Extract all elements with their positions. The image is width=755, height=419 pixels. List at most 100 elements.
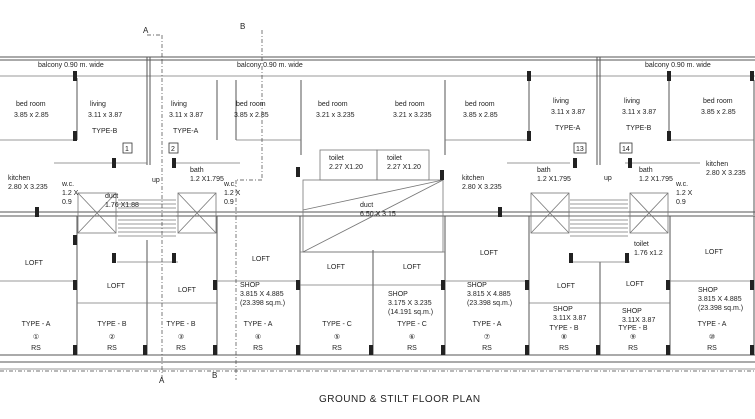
unit-type: TYPE - B: [166, 321, 196, 328]
column: [625, 253, 629, 263]
unit-type: TYPE - B: [618, 325, 648, 332]
service-room-size: 0.9: [676, 199, 686, 206]
column: [35, 207, 39, 217]
column: [73, 131, 77, 141]
room-size: 3.11 x 3.87: [169, 112, 203, 119]
column: [525, 280, 529, 290]
room-name: living: [90, 101, 106, 108]
unit-rs-label: RS: [559, 345, 569, 352]
unit-rs-label: RS: [176, 345, 186, 352]
column: [172, 158, 176, 168]
shop-name: SHOP: [698, 287, 718, 294]
stair-up-label: up: [604, 175, 612, 182]
shop-size: 3.815 X 4.885: [240, 291, 284, 298]
service-room-size: 1.2 X: [224, 190, 241, 197]
column: [527, 71, 531, 81]
columns: [35, 71, 754, 355]
shop-name: SHOP: [467, 282, 487, 289]
balcony-label: balcony 0.90 m. wide: [237, 62, 303, 69]
column: [527, 131, 531, 141]
balcony-label: balcony 0.90 m. wide: [38, 62, 104, 69]
column: [296, 167, 300, 177]
loft-label: LOFT: [252, 256, 271, 263]
unit-rs-label: RS: [707, 345, 717, 352]
loft-label: LOFT: [178, 287, 197, 294]
stair-up-label: up: [152, 177, 160, 184]
column: [441, 280, 445, 290]
service-room-size: 1.2 X1.795: [537, 176, 571, 183]
column: [525, 345, 529, 355]
column: [498, 207, 502, 217]
column: [440, 170, 444, 180]
service-room-size: 1.76 X1.88: [105, 202, 139, 209]
room-name: living: [624, 98, 640, 105]
loft-label: LOFT: [557, 283, 576, 290]
service-room-name: toilet: [329, 155, 344, 162]
section-mark-a: A: [159, 376, 165, 385]
unit-number: ⑦: [484, 333, 490, 341]
column: [112, 253, 116, 263]
shop-name: SHOP: [622, 308, 642, 315]
service-room-size: 2.80 X 3.235: [462, 184, 502, 191]
shop-area: (23.398 sq.m.): [467, 300, 512, 307]
service-room-name: kitchen: [706, 161, 728, 168]
room-name: bed room: [236, 101, 266, 108]
service-room-size: 1.2 X: [676, 190, 693, 197]
service-room-size: 0.9: [62, 199, 72, 206]
room-name: living: [553, 98, 569, 105]
unit-number-boxes: [122, 142, 633, 154]
shop-name: SHOP: [388, 291, 408, 298]
room-name: bed room: [465, 101, 495, 108]
column: [573, 158, 577, 168]
room-name: living: [171, 101, 187, 108]
column: [667, 131, 671, 141]
shop-size: 3.815 X 4.885: [698, 296, 742, 303]
unit-number: ⑧: [561, 333, 567, 341]
column: [667, 71, 671, 81]
column: [296, 280, 300, 290]
toilet-size: 1.76 x1.2: [634, 250, 663, 257]
unit-type: TYPE - A: [22, 321, 51, 328]
loft-label: LOFT: [327, 264, 346, 271]
room-name: bed room: [703, 98, 733, 105]
column: [666, 280, 670, 290]
service-room-size: 0.9: [224, 199, 234, 206]
unit-number: ①: [33, 333, 39, 341]
column: [750, 345, 754, 355]
room-size: 3.85 x 2.85: [463, 112, 498, 119]
shop-area: (14.191 sq.m.): [388, 309, 433, 316]
loft-label: LOFT: [705, 249, 724, 256]
room-name: bed room: [16, 101, 46, 108]
column: [73, 345, 77, 355]
service-room-size: 2.80 X 3.235: [706, 170, 746, 177]
shop-size: 3.11X 3.87: [622, 317, 655, 324]
column: [750, 280, 754, 290]
column: [296, 345, 300, 355]
unit-number: 1: [125, 146, 129, 153]
column: [73, 71, 77, 81]
service-room-name: bath: [537, 167, 551, 174]
unit-rs-label: RS: [628, 345, 638, 352]
column: [172, 253, 176, 263]
unit-number: ③: [178, 333, 184, 341]
walls: [0, 30, 755, 380]
room-size: 3.11 x 3.87: [551, 109, 585, 116]
service-room-size: 2.27 X1.20: [329, 164, 363, 171]
room-size: 3.11 x 3.87: [622, 109, 656, 116]
unit-number-box: [573, 142, 587, 154]
service-room-size: 2.27 X1.20: [387, 164, 421, 171]
service-room-name: w.c.: [223, 181, 236, 188]
unit-number: ⑨: [630, 333, 636, 341]
section-mark-b: B: [240, 22, 245, 31]
column: [112, 158, 116, 168]
loft-label: LOFT: [25, 260, 44, 267]
column: [569, 253, 573, 263]
unit-number-box: [619, 142, 633, 154]
unit-type: TYPE-B: [626, 125, 652, 132]
section-mark-b: B: [212, 371, 217, 380]
column: [750, 71, 754, 81]
column: [666, 345, 670, 355]
shop-name: SHOP: [240, 282, 260, 289]
shop-size: 3.11X 3.87: [553, 315, 586, 322]
